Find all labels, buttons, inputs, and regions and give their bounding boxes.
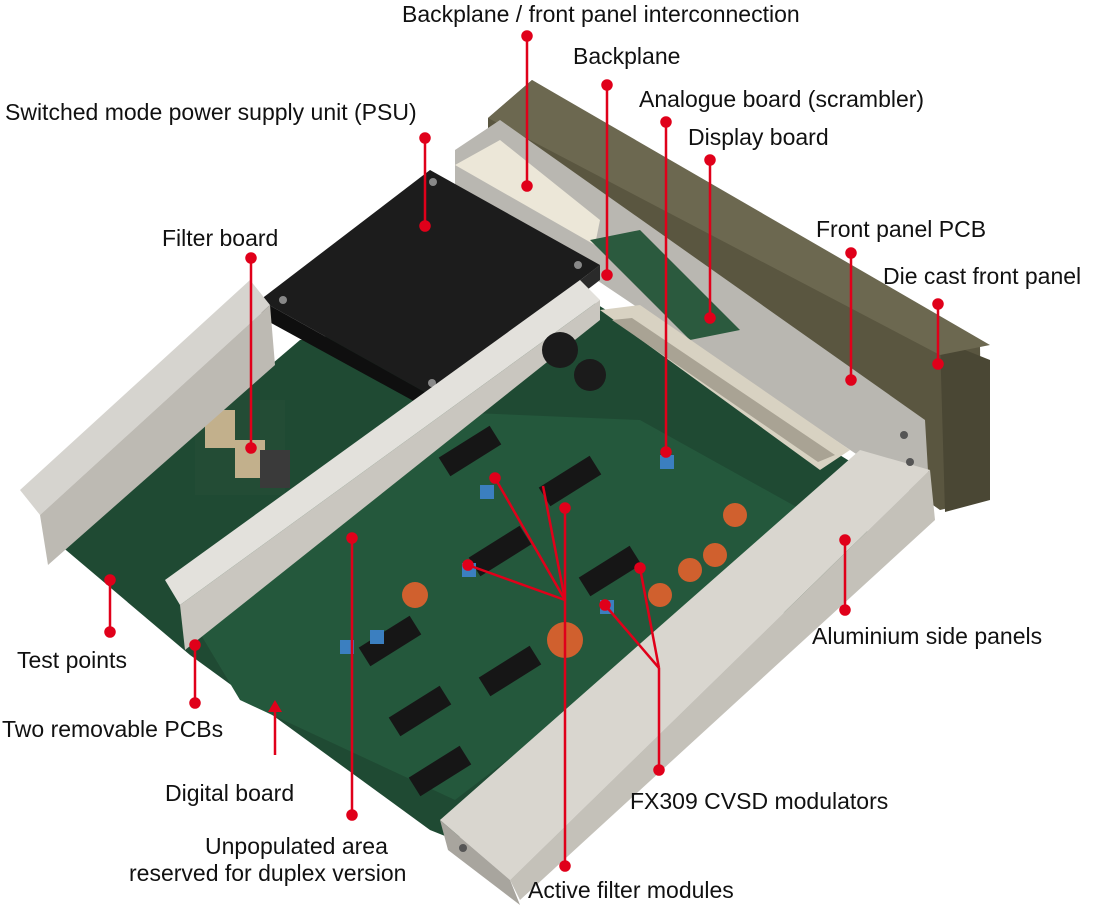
leader-lines (104, 30, 944, 872)
label-analogue-board: Analogue board (scrambler) (639, 86, 925, 112)
label-front-panel-pcb: Front panel PCB (816, 216, 987, 242)
right-side-panel (440, 431, 935, 905)
left-side-panel (20, 280, 275, 565)
label-display-board: Display board (688, 124, 829, 150)
label-active-filter-modules: Active filter modules (528, 877, 734, 903)
label-backplane: Backplane (573, 43, 681, 69)
label-unpopulated-line1: Unpopulated area (205, 833, 388, 859)
label-filter-board: Filter board (162, 225, 279, 251)
label-psu: Switched mode power supply unit (PSU) (5, 99, 417, 125)
ic-chips (358, 425, 642, 797)
label-die-cast-front-panel: Die cast front panel (883, 263, 1082, 289)
label-aluminium-side-panels: Aluminium side panels (812, 623, 1043, 649)
divider-rail (165, 280, 600, 605)
label-backplane-front-panel: Backplane / front panel interconnection (402, 1, 800, 27)
label-unpopulated-line2: reserved for duplex version (129, 860, 407, 886)
label-two-removable-pcbs: Two removable PCBs (2, 716, 224, 742)
label-test-points: Test points (17, 647, 127, 673)
label-fx309: FX309 CVSD modulators (630, 788, 889, 814)
label-digital-board: Digital board (165, 780, 295, 806)
